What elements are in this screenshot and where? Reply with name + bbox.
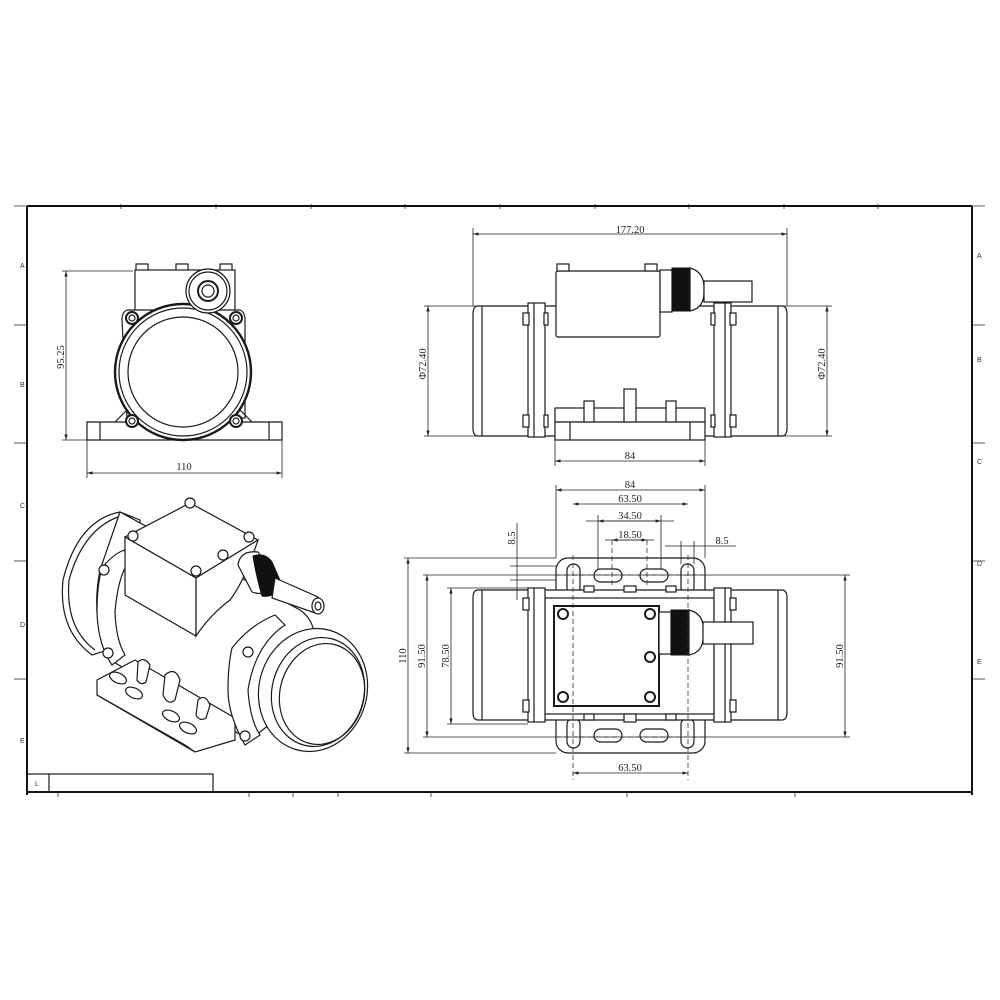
isometric-view bbox=[61, 497, 369, 753]
top-hole-spacing-dim: 63.50 bbox=[618, 494, 642, 505]
front-view: 95.25 110 bbox=[56, 263, 283, 478]
top-plate-width-dim: 84 bbox=[625, 480, 636, 491]
base-slot-icon bbox=[108, 671, 198, 735]
title-block-label: L bbox=[35, 781, 39, 788]
row-label-c-right: C bbox=[977, 459, 982, 466]
row-label-a-left: A bbox=[20, 263, 25, 270]
row-label-d-left: D bbox=[20, 622, 25, 629]
top-right-row-spacing-dim: 91.50 bbox=[835, 644, 846, 668]
top-left-row-spacing-dim: 91.50 bbox=[417, 644, 428, 668]
row-label-e-left: E bbox=[20, 738, 25, 745]
row-label-c-left: C bbox=[20, 503, 25, 510]
screw-icon bbox=[127, 497, 255, 577]
top-slot-inner-dim: 18.50 bbox=[618, 530, 642, 541]
row-label-b-left: B bbox=[20, 382, 25, 389]
side-left-diameter-dim: Φ72.40 bbox=[418, 348, 429, 379]
screw-icon bbox=[557, 608, 656, 703]
side-right-diameter-dim: Φ72.40 bbox=[817, 348, 828, 379]
row-label-b-right: B bbox=[977, 357, 982, 364]
front-height-dim: 95.25 bbox=[56, 345, 67, 369]
side-base-width-dim: 84 bbox=[625, 451, 636, 462]
drawing-frame: A B C D E A B C D E L bbox=[14, 204, 985, 797]
row-label-e-right: E bbox=[977, 659, 982, 666]
bolt-icon bbox=[125, 311, 243, 428]
side-length-dim: 177.20 bbox=[616, 225, 645, 236]
top-bottom-hole-spacing-dim: 63.50 bbox=[618, 763, 642, 774]
top-left-offset-dim: 8.5 bbox=[507, 531, 518, 544]
top-inner-spacing-dim: 78.50 bbox=[441, 644, 452, 668]
top-slot-outer-dim: 34.50 bbox=[618, 511, 642, 522]
top-plate-length-dim: 110 bbox=[398, 648, 409, 663]
top-right-offset-dim: 8.5 bbox=[715, 536, 728, 547]
side-view: 177.20 Φ72.40 Φ72.40 84 bbox=[418, 225, 832, 466]
top-view: 84 63.50 34.50 18.50 8.5 8.5 110 bbox=[398, 480, 850, 780]
row-label-d-right: D bbox=[977, 561, 982, 568]
front-width-dim: 110 bbox=[176, 462, 191, 473]
row-label-a-right: A bbox=[977, 253, 982, 260]
